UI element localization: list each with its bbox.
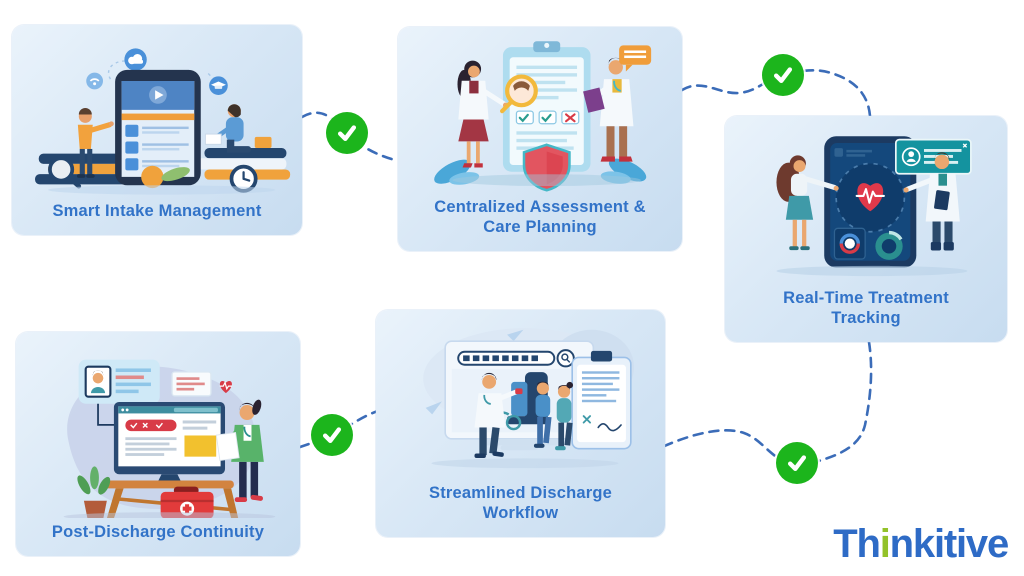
smart-intake-scene	[35, 48, 291, 195]
patient-woman	[555, 381, 574, 451]
patient-man	[533, 381, 552, 448]
logo-accent-letter: i	[879, 522, 891, 566]
workflow-card-real-time-tracking: Real-Time Treatment Tracking	[725, 116, 1007, 342]
paper-plane-icon	[507, 329, 524, 342]
workflow-card-smart-intake: Smart Intake Management	[12, 25, 302, 235]
doctor	[903, 152, 960, 251]
x-mark	[582, 415, 592, 424]
check-icon	[773, 67, 793, 84]
notification-card	[894, 138, 972, 175]
magnifier-with-patient	[500, 74, 538, 114]
checkmark-badge-3	[311, 414, 353, 456]
donut-widget	[875, 230, 903, 260]
logo-text-suffix: nkitive	[889, 522, 1010, 566]
person-standing	[76, 107, 114, 178]
card-title: Streamlined Discharge Workflow	[428, 483, 613, 523]
check-icon	[322, 427, 342, 444]
workflow-card-streamlined-discharge: Streamlined Discharge Workflow	[376, 310, 665, 537]
paper-plane-icon	[425, 401, 442, 415]
checkmark-badge-2	[762, 54, 804, 96]
card-title: Real-Time Treatment Tracking	[783, 288, 949, 328]
workflow-card-post-discharge: Post-Discharge Continuity	[16, 332, 300, 556]
wifi-icon	[86, 72, 103, 90]
woman-patient	[776, 155, 839, 251]
ball	[141, 165, 164, 189]
doctor	[474, 372, 523, 458]
gauge-widget	[833, 227, 866, 260]
notes-tag	[171, 371, 212, 397]
male-doctor	[583, 57, 634, 162]
logo-text-prefix: Th	[833, 522, 881, 566]
post-discharge-scene	[63, 359, 276, 519]
workflow-card-centralized-assessment: Centralized Assessment & Care Planning	[398, 27, 682, 251]
checkmark-badge-1	[326, 112, 368, 154]
search-icon	[556, 349, 575, 368]
card-title: Post-Discharge Continuity	[51, 523, 265, 542]
person-sitting	[204, 104, 252, 153]
tracking-scene	[776, 136, 972, 277]
magnifier-icon	[48, 156, 75, 183]
card-title: Smart Intake Management	[52, 202, 262, 221]
clipboard	[571, 350, 632, 450]
centralized-assessment-illustration	[398, 27, 682, 195]
speech-bubble-icon	[619, 45, 652, 72]
progress-bar	[457, 350, 556, 366]
check-icon	[787, 455, 807, 472]
check-icon	[337, 125, 357, 142]
checkmark-badge-4	[776, 442, 818, 484]
real-time-tracking-illustration	[725, 116, 1007, 286]
connector-path-3	[654, 340, 873, 466]
nurse	[215, 399, 264, 503]
monitor	[113, 401, 226, 482]
discharge-scene	[423, 328, 635, 469]
streamlined-discharge-illustration	[376, 310, 665, 481]
avatar-icon	[901, 147, 921, 167]
connector-path-2	[680, 69, 872, 118]
smart-intake-illustration	[12, 25, 302, 199]
checkbox-row	[515, 110, 580, 125]
patient-id-card	[78, 359, 160, 404]
close-icon	[962, 143, 968, 148]
card-title: Centralized Assessment & Care Planning	[434, 197, 646, 237]
female-doctor	[457, 60, 509, 168]
phone	[824, 136, 917, 268]
thinkitive-logo: Thinkitive	[833, 522, 1010, 567]
signature	[597, 422, 622, 432]
first-aid-kit	[160, 486, 214, 519]
post-discharge-illustration	[16, 332, 300, 520]
assessment-scene	[434, 41, 652, 192]
